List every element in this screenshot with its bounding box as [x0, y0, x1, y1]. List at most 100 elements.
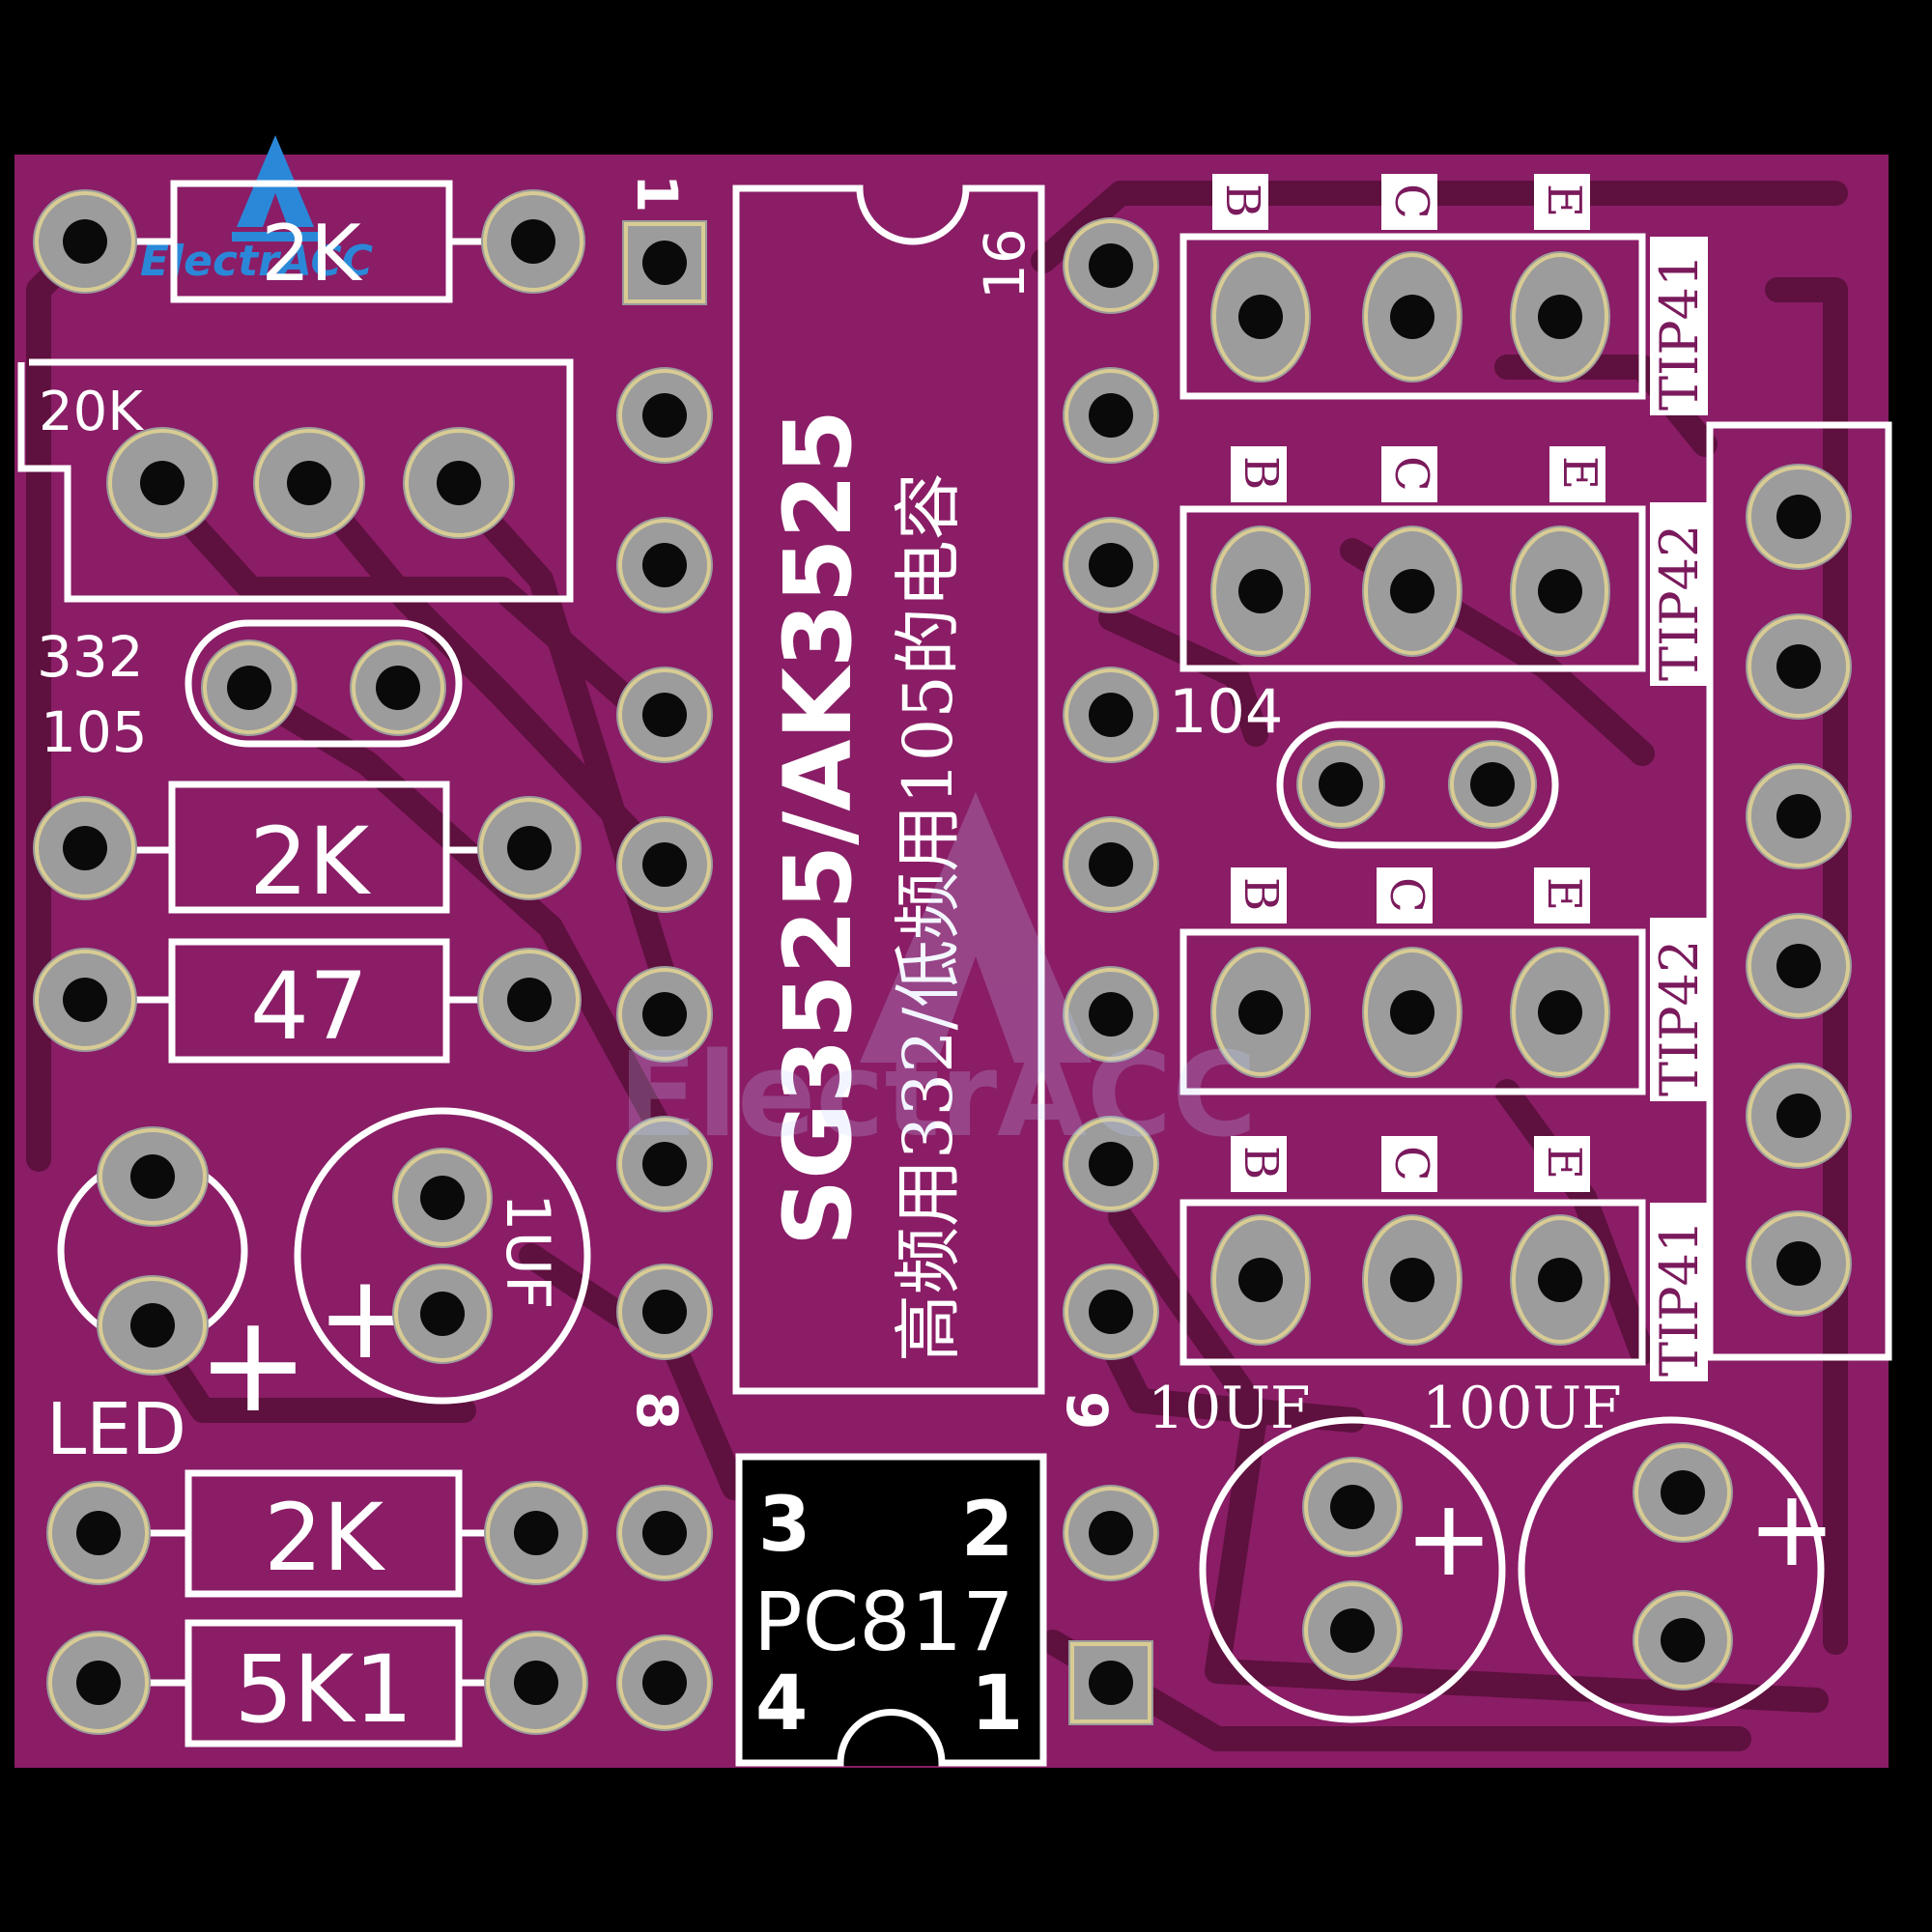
- led-plus-symbol: +: [196, 1286, 309, 1443]
- watermark-triangle-icon: [860, 792, 1092, 1063]
- header-connector: [1706, 421, 1892, 1361]
- solder-pad: [1063, 217, 1159, 314]
- solder-pad: [1210, 526, 1311, 657]
- ic-sg3525: SG3525/AK3525 高频用332/低频用105的电容 1 16 8 9: [624, 174, 1120, 1430]
- q3-pin-b: B: [1234, 877, 1288, 911]
- solder-pad: [616, 816, 713, 913]
- ic-pin8-label: 8: [624, 1391, 690, 1430]
- solder-pad: [477, 948, 582, 1052]
- pc817-pin1-label: 1: [971, 1661, 1023, 1747]
- led: + LED: [46, 1155, 310, 1471]
- cap-100uf-label: 100UF: [1422, 1375, 1622, 1442]
- solder-pad: [253, 427, 365, 539]
- solder-pad: [616, 1116, 713, 1212]
- q4-pin-b: B: [1234, 1146, 1288, 1179]
- solder-pad: [97, 1126, 209, 1227]
- solder-pad: [33, 948, 137, 1052]
- solder-pad: [477, 796, 582, 900]
- solder-pad: [1510, 526, 1610, 657]
- solder-pad: [1063, 1116, 1159, 1212]
- solder-pad: [1746, 913, 1852, 1019]
- solder-pad: [484, 1481, 588, 1585]
- solder-pad: [1063, 1485, 1159, 1581]
- q3-pin-c: C: [1379, 877, 1434, 913]
- pc817-pin4-label: 4: [755, 1661, 808, 1747]
- solder-pad: [201, 639, 298, 736]
- solder-pad: [1448, 740, 1537, 829]
- solder-pad: [1063, 367, 1159, 464]
- resistor-top-label: 2K: [261, 209, 363, 298]
- solder-pad: [350, 639, 446, 736]
- solder-pad: [33, 796, 137, 900]
- solder-pad: [1746, 613, 1852, 720]
- cap-10uf-label: 10UF: [1148, 1375, 1311, 1442]
- cap-1uf-label: 1UF: [493, 1193, 563, 1310]
- solder-pad: [1063, 816, 1159, 913]
- solder-pad: [1746, 763, 1852, 869]
- q2-pin-e: E: [1552, 456, 1606, 490]
- ic-pin9-label: 9: [1054, 1391, 1120, 1430]
- solder-pad: [1633, 1442, 1733, 1543]
- solder-pad: [622, 220, 707, 305]
- transistor-q1: B C E TIP41: [1179, 174, 1710, 415]
- cap-10uf-plus-symbol: +: [1405, 1476, 1493, 1600]
- q1-label: TIP41: [1649, 254, 1710, 411]
- solder-pad: [481, 189, 585, 294]
- optocoupler-pc817: 3 2 PC817 4 1: [735, 1453, 1047, 1767]
- pc817-pin3-label: 3: [758, 1482, 810, 1569]
- solder-pad: [616, 1485, 713, 1581]
- solder-pad: [1746, 464, 1852, 570]
- pc817-pin2-label: 2: [961, 1487, 1013, 1574]
- resistor-47: 47: [106, 938, 512, 1064]
- pads: [33, 189, 1852, 1735]
- solder-pad: [392, 1264, 493, 1364]
- resistor-mid-label: 2K: [249, 808, 371, 916]
- solder-pad: [1510, 947, 1610, 1078]
- pot-label: 20K: [39, 381, 144, 443]
- q2-pin-b: B: [1234, 456, 1288, 490]
- ic-pin1-label: 1: [624, 174, 690, 213]
- solder-pad: [33, 189, 137, 294]
- solder-pad: [1633, 1590, 1733, 1690]
- solder-pad: [484, 1631, 588, 1735]
- capacitor-104: 104: [1169, 676, 1559, 849]
- solder-pad: [97, 1275, 209, 1376]
- q4-pin-e: E: [1537, 1146, 1591, 1179]
- cap-104-label: 104: [1169, 676, 1283, 747]
- solder-pad: [1362, 1214, 1463, 1346]
- q2-pin-c: C: [1384, 456, 1438, 492]
- resistor-bottom-label: 2K: [264, 1484, 385, 1592]
- resistor-47-label: 47: [250, 952, 368, 1061]
- solder-pad: [1068, 1640, 1153, 1725]
- ic-pin16-label: 16: [972, 228, 1037, 299]
- solder-pad: [1302, 1580, 1403, 1681]
- solder-pad: [616, 517, 713, 613]
- solder-pad: [616, 1264, 713, 1360]
- solder-pad: [1362, 251, 1463, 383]
- solder-pad: [1510, 1214, 1610, 1346]
- ic-note: 高频用332/低频用105的电容: [889, 472, 968, 1362]
- solder-pad: [1210, 1214, 1311, 1346]
- solder-pad: [1063, 667, 1159, 763]
- solder-pad: [1746, 1063, 1852, 1169]
- solder-pad: [1302, 1457, 1403, 1557]
- solder-pad: [106, 427, 218, 539]
- solder-pad: [1063, 517, 1159, 613]
- ic-name: SG3525/AK3525: [764, 410, 872, 1246]
- solder-pad: [46, 1481, 151, 1585]
- solder-pad: [1063, 1264, 1159, 1360]
- solder-pad: [1362, 526, 1463, 657]
- q1-pin-e: E: [1537, 184, 1591, 217]
- q4-pin-c: C: [1384, 1146, 1438, 1181]
- solder-pad: [616, 667, 713, 763]
- capacitor-332-105: 332 105: [37, 619, 463, 765]
- electracc-logo: ElectrACC: [140, 135, 373, 286]
- transistor-q3: B C E TIP42: [1179, 867, 1710, 1101]
- transistor-q4: B C E TIP41: [1179, 1136, 1710, 1381]
- q4-label: TIP41: [1649, 1220, 1710, 1377]
- solder-pad: [1746, 1210, 1852, 1317]
- capacitor-100uf: + 100UF: [1422, 1375, 1836, 1723]
- solder-pad: [616, 367, 713, 464]
- cap-100uf-plus-symbol: +: [1747, 1466, 1836, 1590]
